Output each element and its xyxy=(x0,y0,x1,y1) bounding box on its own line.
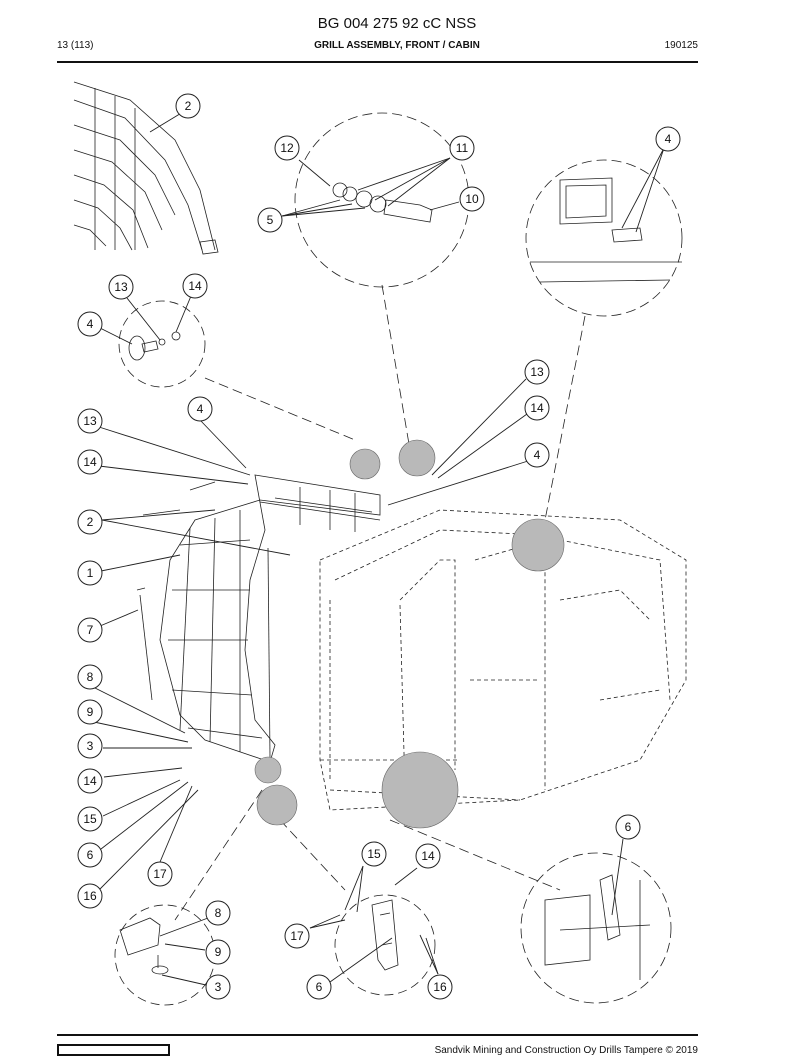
callout-14-detail: 14 xyxy=(421,849,435,863)
callout-12: 12 xyxy=(280,141,294,155)
callout-7: 7 xyxy=(87,623,94,637)
callout-6-right-detail: 6 xyxy=(625,820,632,834)
callout-4-top-right: 4 xyxy=(665,132,672,146)
callout-8-left: 8 xyxy=(87,670,94,684)
callout-15-detail: 15 xyxy=(367,847,381,861)
callout-13-left: 13 xyxy=(83,414,97,428)
footer-rule xyxy=(57,1034,698,1036)
callout-17-left: 17 xyxy=(153,867,167,881)
footer-copyright: Sandvik Mining and Construction Oy Drill… xyxy=(434,1045,698,1056)
callout-14-left: 14 xyxy=(83,455,97,469)
callout-17-detail: 17 xyxy=(290,929,304,943)
section-title: GRILL ASSEMBLY, FRONT / CABIN xyxy=(314,40,480,51)
callout-10: 10 xyxy=(465,192,479,206)
callout-5: 5 xyxy=(267,213,274,227)
callout-14-bolt-detail: 14 xyxy=(188,279,202,293)
detail-cabin-bottom-right xyxy=(520,852,672,1004)
callout-14-lower-left: 14 xyxy=(83,774,97,788)
detail-grill-latch xyxy=(114,904,216,1006)
callout-13-bolt-detail: 13 xyxy=(114,280,128,294)
callout-8-detail: 8 xyxy=(215,906,222,920)
front-grill xyxy=(142,474,381,763)
callout-4-bolt-detail: 4 xyxy=(87,317,94,331)
callout-9-detail: 9 xyxy=(215,945,222,959)
callout-1: 1 xyxy=(87,566,94,580)
date-code: 190125 xyxy=(664,40,698,51)
detail-cabin-top-right xyxy=(525,159,683,317)
callout-15-left: 15 xyxy=(83,812,97,826)
detail-pin-assembly xyxy=(294,112,470,288)
callout-6-detail: 6 xyxy=(316,980,323,994)
detail-grill-top-corner xyxy=(73,81,219,255)
callout-2-left: 2 xyxy=(87,515,94,529)
page-number: 13 (113) xyxy=(57,40,94,51)
callout-4-right: 4 xyxy=(534,448,541,462)
callout-16-detail: 16 xyxy=(433,980,447,994)
callout-3-detail: 3 xyxy=(215,980,222,994)
callout-9-left: 9 xyxy=(87,705,94,719)
document-code: BG 004 275 92 cC NSS xyxy=(317,15,477,32)
callout-6-left: 6 xyxy=(87,848,94,862)
callout-11: 11 xyxy=(456,141,469,155)
callout-2-grill-corner: 2 xyxy=(185,99,192,113)
detail-latch-bracket xyxy=(334,894,436,996)
callout-14-right: 14 xyxy=(530,401,544,415)
callout-4-middle: 4 xyxy=(197,402,204,416)
header-rule xyxy=(57,61,698,63)
callout-13-right: 13 xyxy=(530,365,544,379)
cabin-frame xyxy=(319,509,687,811)
sandvik-logo xyxy=(57,1044,170,1056)
callout-16-left: 16 xyxy=(83,889,97,903)
callout-3-left: 3 xyxy=(87,739,94,753)
detail-bolt xyxy=(118,300,206,388)
